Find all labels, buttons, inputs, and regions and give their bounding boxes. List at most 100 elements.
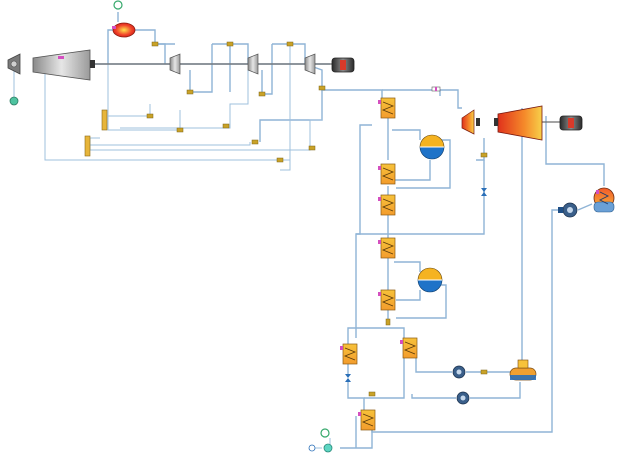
feedwater-pump-2[interactable] xyxy=(456,391,470,405)
hp-drum[interactable] xyxy=(419,134,445,160)
st-exhaust-link xyxy=(476,138,485,161)
manifold-block-2[interactable] xyxy=(84,135,91,157)
drum2-feed xyxy=(394,261,421,272)
combustor-icon xyxy=(112,22,136,38)
lp-steam-turbine[interactable] xyxy=(494,105,543,141)
drum2-downcomer xyxy=(396,284,447,319)
valve-icon[interactable] xyxy=(251,139,259,145)
valve-icon[interactable] xyxy=(286,41,294,47)
piping-network xyxy=(13,12,605,449)
source-boundary-icon xyxy=(323,443,333,453)
heat-exchanger-2[interactable] xyxy=(378,163,396,185)
lp-steam-pipe xyxy=(272,43,306,64)
valve-icon[interactable] xyxy=(222,123,230,129)
heat-exchanger-6[interactable] xyxy=(340,343,358,365)
gas-compressor[interactable] xyxy=(32,49,95,81)
manifold-pipe-2 xyxy=(107,110,181,131)
valve-icon[interactable] xyxy=(151,41,159,47)
drum2-return xyxy=(396,290,421,301)
deaerator[interactable] xyxy=(509,359,537,381)
drum-icon xyxy=(417,267,443,293)
valve-icon[interactable] xyxy=(176,127,184,133)
pump1-suction xyxy=(415,354,452,373)
gt-valves[interactable] xyxy=(146,41,326,163)
gt-expander-1[interactable] xyxy=(169,53,181,75)
hrsg-left-bypass xyxy=(355,124,372,338)
drum-icon xyxy=(419,134,445,160)
valve-icon[interactable] xyxy=(345,374,351,382)
gt-expander-3[interactable] xyxy=(304,53,316,75)
lower-left-to-economizer xyxy=(347,382,365,412)
drum1-feed xyxy=(392,129,421,140)
valve-icon[interactable] xyxy=(258,91,266,97)
valve-icon[interactable] xyxy=(481,188,487,196)
outlet-boundary[interactable] xyxy=(308,444,316,452)
gas-turbine-icon xyxy=(304,53,316,75)
manifold-pipe-7 xyxy=(280,160,291,171)
st-generator[interactable] xyxy=(559,115,583,131)
lower-branch-left xyxy=(347,327,388,348)
source-boundary-icon xyxy=(9,96,19,106)
st-to-condenser-pipe xyxy=(545,116,605,186)
valve-icon[interactable] xyxy=(146,113,154,119)
drum1-downcomer xyxy=(396,139,451,189)
manifold-pipe-1 xyxy=(107,64,151,117)
feedwater-pump-icon xyxy=(456,391,470,405)
gt-generator[interactable] xyxy=(331,57,355,73)
combustor[interactable] xyxy=(112,22,136,38)
ip-loop-pipe xyxy=(189,44,213,93)
heat-exchanger-1[interactable] xyxy=(378,97,396,119)
condenser-icon xyxy=(593,187,615,213)
condensate-pump[interactable] xyxy=(558,202,578,218)
condenser[interactable] xyxy=(593,187,615,213)
hp-steam-pipe xyxy=(135,29,166,64)
shafts xyxy=(95,63,560,123)
fuel-source-boundary[interactable] xyxy=(113,0,123,10)
gas-turbine-icon xyxy=(247,53,259,75)
lp-drum[interactable] xyxy=(417,267,443,293)
hrsg-top-header xyxy=(382,89,441,96)
pump2-suction xyxy=(411,394,456,399)
valve-icon[interactable] xyxy=(368,391,376,397)
manifold-pipe-5 xyxy=(90,142,251,146)
steam-turbine-icon xyxy=(497,105,543,141)
pump2-discharge xyxy=(470,382,521,399)
economizer[interactable] xyxy=(358,409,376,431)
steam-turbine-icon xyxy=(461,109,475,135)
condenser-to-pump-pipe xyxy=(577,203,593,211)
gas-turbine-icon xyxy=(169,53,181,75)
valve-icon[interactable] xyxy=(226,41,234,47)
valve-icon[interactable] xyxy=(480,369,488,375)
feedwater-pump-1[interactable] xyxy=(452,365,466,379)
heat-exchanger-3[interactable] xyxy=(378,194,396,216)
economizer-outlet xyxy=(340,422,373,449)
heat-exchanger-7[interactable] xyxy=(400,337,418,359)
hp-steam-turbine[interactable] xyxy=(461,109,480,135)
air-inlet-filter[interactable] xyxy=(7,53,21,75)
deaerator-icon xyxy=(509,359,537,381)
valve-icon[interactable] xyxy=(186,89,194,95)
valve-icon[interactable] xyxy=(308,145,316,151)
st-inlet-pipe xyxy=(440,89,462,109)
valve-icon[interactable] xyxy=(480,152,488,158)
heat-exchanger-4[interactable] xyxy=(378,237,396,259)
drum1-return xyxy=(392,160,431,181)
ip-steam-pipe xyxy=(212,43,249,64)
sink-boundary-icon xyxy=(308,444,316,452)
heat-exchanger-5[interactable] xyxy=(378,289,396,311)
water-source-boundary[interactable] xyxy=(323,443,333,453)
manifold-block-1[interactable] xyxy=(101,109,108,131)
condensate-pump-icon xyxy=(558,202,578,218)
gt-expander-2[interactable] xyxy=(247,53,259,75)
valve-icon[interactable] xyxy=(318,85,326,91)
valve-icon[interactable] xyxy=(431,86,441,92)
water-sink-boundary[interactable] xyxy=(320,428,330,438)
hrsg-return-pipe xyxy=(259,90,323,142)
st-crossover-pipe xyxy=(356,160,485,235)
valve-icon[interactable] xyxy=(276,157,284,163)
air-source-boundary[interactable] xyxy=(9,96,19,106)
feedwater-pump-icon xyxy=(452,365,466,379)
valve-icon[interactable] xyxy=(385,318,391,326)
